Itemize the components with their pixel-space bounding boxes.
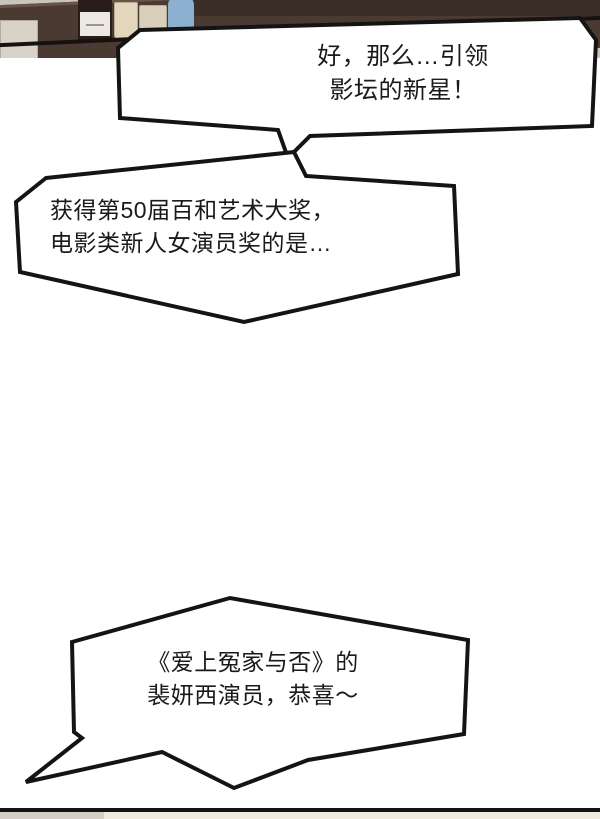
speech-bubble-3-shape xyxy=(24,595,471,791)
speech-bubble-3: 《爱上冤家与否》的 裴妍西演员，恭喜～ xyxy=(12,592,482,792)
bottle-label xyxy=(80,12,110,36)
speech-bubble-2: 获得第50届百和艺术大奖， 电影类新人女演员奖的是… xyxy=(6,149,476,330)
shelf-far-surface xyxy=(180,0,600,16)
speech-bubble-1: 好，那么…引领 影坛的新星！ xyxy=(110,15,600,168)
light-box xyxy=(0,20,38,58)
bottom-divider xyxy=(0,808,600,812)
speech-bubble-3-text: 《爱上冤家与否》的 裴妍西演员，恭喜～ xyxy=(147,649,359,708)
bottom-strip-left xyxy=(0,812,104,819)
speech-bubble-2-shape xyxy=(13,149,461,325)
speech-bubble-1-text: 好，那么…引领 影坛的新星！ xyxy=(317,43,489,105)
bottom-strip xyxy=(0,812,600,819)
speech-bubble-1-shape xyxy=(115,15,599,162)
dark-wine-bottle xyxy=(78,0,112,42)
speech-bubble-2-text: 获得第50届百和艺术大奖， 电影类新人女演员奖的是… xyxy=(50,197,336,256)
